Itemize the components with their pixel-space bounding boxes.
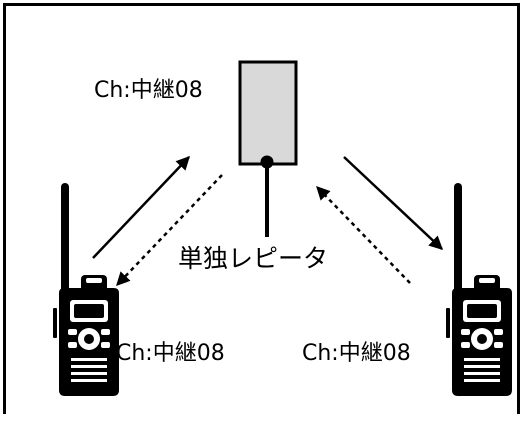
radio-right-icon [446,183,512,396]
arrow-right-uplink [316,186,411,284]
repeater-name-label: 単独レピータ [178,244,329,273]
radio-right-channel-label: Ch:中継08 [302,341,411,366]
arrow-right-downlink [343,156,444,250]
arrow-left-downlink [116,174,223,286]
arrow-left-uplink [92,156,190,259]
repeater-channel-label: Ch:中継08 [94,78,203,103]
repeater-dot [260,155,274,169]
radio-left-channel-label: Ch:中継08 [116,341,225,366]
repeater-box [238,60,298,166]
radio-left-icon [53,183,119,396]
